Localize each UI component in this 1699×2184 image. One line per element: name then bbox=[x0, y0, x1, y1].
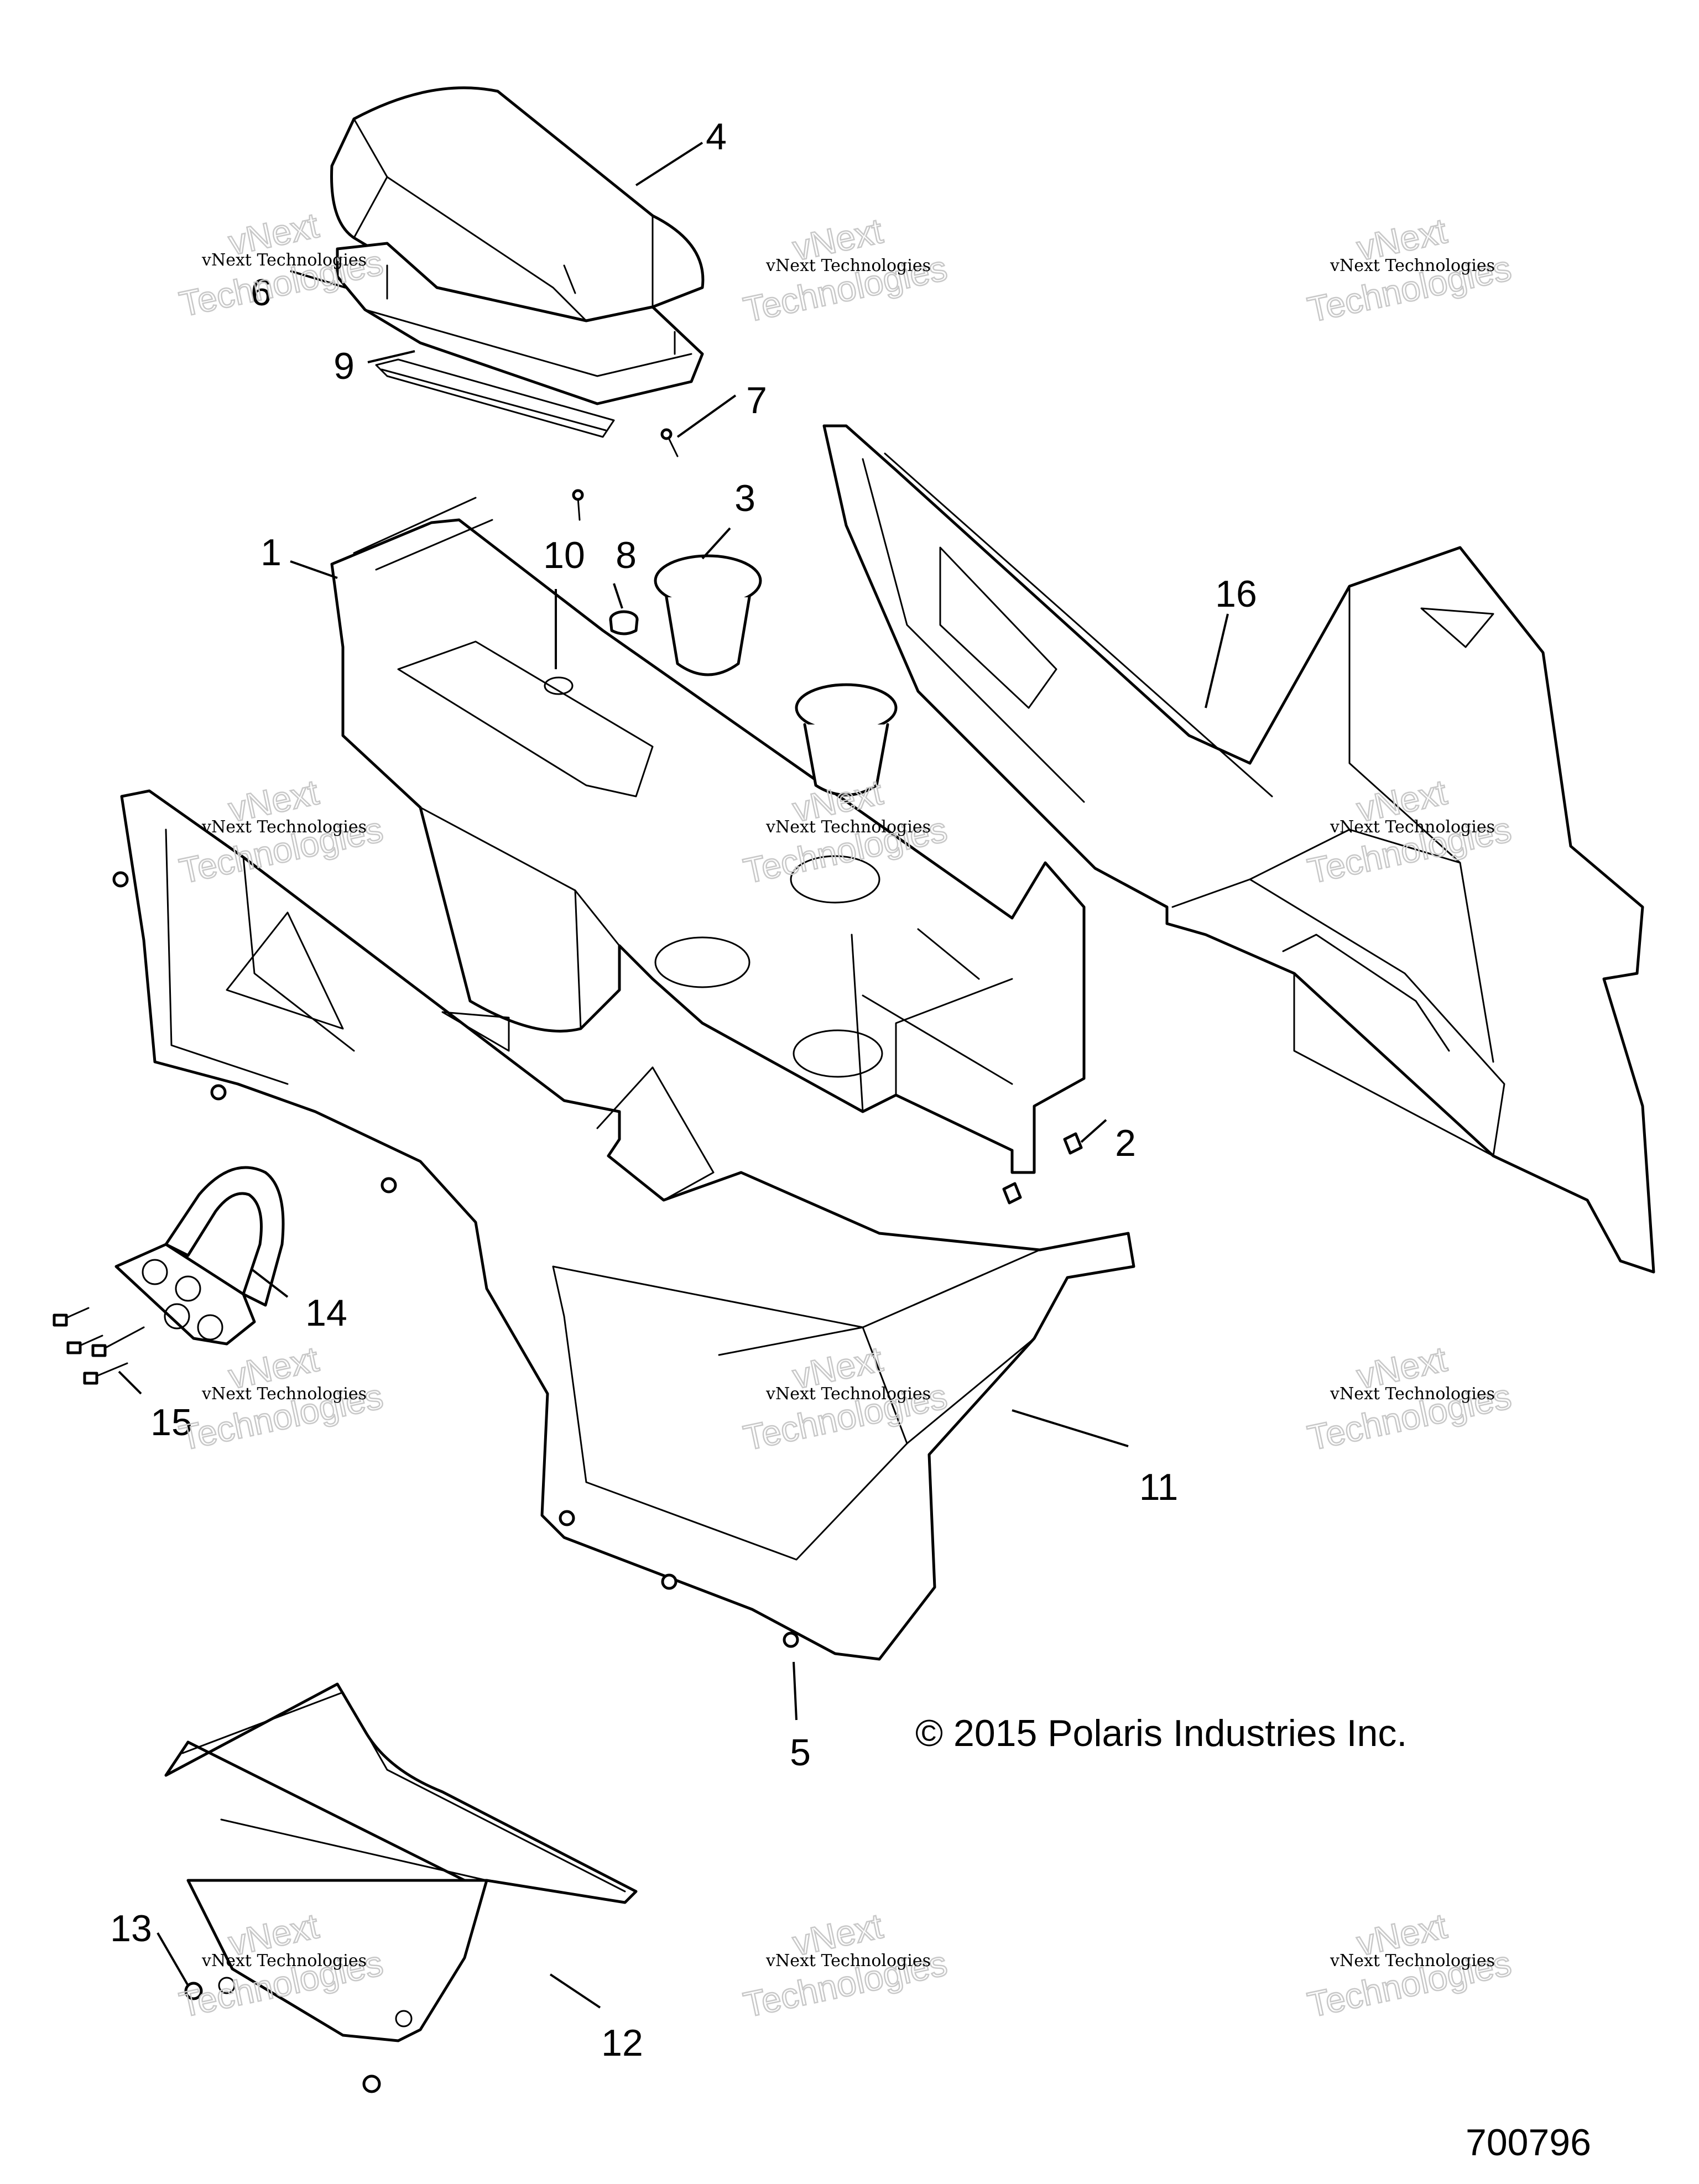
callout-2: 2 bbox=[1115, 1122, 1136, 1164]
callout-11: 11 bbox=[1139, 1466, 1179, 1508]
svg-text:vNext Technologies: vNext Technologies bbox=[201, 817, 367, 837]
svg-text:vNext Technologies: vNext Technologies bbox=[1330, 256, 1495, 275]
callout-8: 8 bbox=[616, 534, 637, 576]
callout-13: 13 bbox=[110, 1907, 152, 1950]
svg-text:vNext Technologies: vNext Technologies bbox=[1330, 817, 1495, 837]
part-1-center-console bbox=[330, 497, 1086, 1174]
part-16-right-panel bbox=[822, 424, 1655, 1274]
part-11-left-panel bbox=[112, 789, 1135, 1661]
part-7-screws bbox=[572, 428, 679, 521]
svg-text:vNext Technologies: vNext Technologies bbox=[201, 251, 367, 270]
watermark: vNext Technologies vNext Technologies bbox=[739, 1338, 951, 1459]
part-12-floor-tray bbox=[164, 1682, 638, 2042]
svg-text:vNext Technologies: vNext Technologies bbox=[765, 817, 931, 837]
leader-lines bbox=[118, 142, 1229, 2009]
callout-10: 10 bbox=[543, 534, 585, 576]
callout-7: 7 bbox=[746, 379, 767, 421]
part-4-console-lid bbox=[330, 86, 705, 322]
watermark: vNext Technologies vNext Technologies bbox=[175, 1338, 387, 1459]
copyright-notice: © 2015 Polaris Industries Inc. bbox=[915, 1712, 1408, 1754]
watermark: vNext Technologies vNext Technologies bbox=[739, 210, 951, 331]
svg-text:vNext Technologies: vNext Technologies bbox=[201, 1384, 367, 1404]
watermark: vNext Technologies vNext Technologies bbox=[1304, 1905, 1515, 2026]
callout-4: 4 bbox=[706, 116, 727, 158]
part-9-gasket bbox=[375, 358, 615, 438]
callout-9: 9 bbox=[333, 345, 355, 387]
watermark: vNext Technologies vNext Technologies bbox=[1304, 210, 1515, 331]
callout-12: 12 bbox=[601, 2022, 643, 2064]
callout-labels: 1 2 3 4 5 6 7 8 9 10 11 12 13 14 15 16 bbox=[110, 116, 1257, 2064]
callout-1: 1 bbox=[260, 531, 282, 574]
callout-16: 16 bbox=[1215, 573, 1257, 615]
svg-text:vNext Technologies: vNext Technologies bbox=[765, 1951, 931, 1971]
svg-text:vNext Technologies: vNext Technologies bbox=[1330, 1951, 1495, 1971]
part-6-lid-base bbox=[336, 242, 704, 405]
callout-15: 15 bbox=[150, 1401, 192, 1443]
part-14-grab-handle bbox=[114, 1166, 285, 1346]
figure-number: 700796 bbox=[1466, 2122, 1591, 2164]
part-3-cup-holders bbox=[654, 554, 898, 796]
watermark: vNext Technologies vNext Technologies bbox=[1304, 1338, 1515, 1459]
svg-text:vNext Technologies: vNext Technologies bbox=[765, 256, 931, 275]
part-13-screws bbox=[184, 1982, 381, 2093]
callout-6: 6 bbox=[251, 272, 272, 314]
callout-5: 5 bbox=[790, 1732, 811, 1774]
svg-text:vNext Technologies: vNext Technologies bbox=[201, 1951, 367, 1971]
callout-3: 3 bbox=[734, 477, 755, 519]
watermark: vNext Technologies vNext Technologies bbox=[175, 772, 387, 892]
part-8-plug bbox=[609, 610, 639, 635]
svg-text:vNext Technologies: vNext Technologies bbox=[765, 1384, 931, 1404]
part-2-fasteners bbox=[1002, 1132, 1083, 1205]
part-15-bolts bbox=[53, 1307, 145, 1385]
watermark: vNext Technologies vNext Technologies bbox=[739, 1905, 951, 2026]
callout-14: 14 bbox=[305, 1292, 347, 1334]
svg-text:vNext Technologies: vNext Technologies bbox=[1330, 1384, 1495, 1404]
